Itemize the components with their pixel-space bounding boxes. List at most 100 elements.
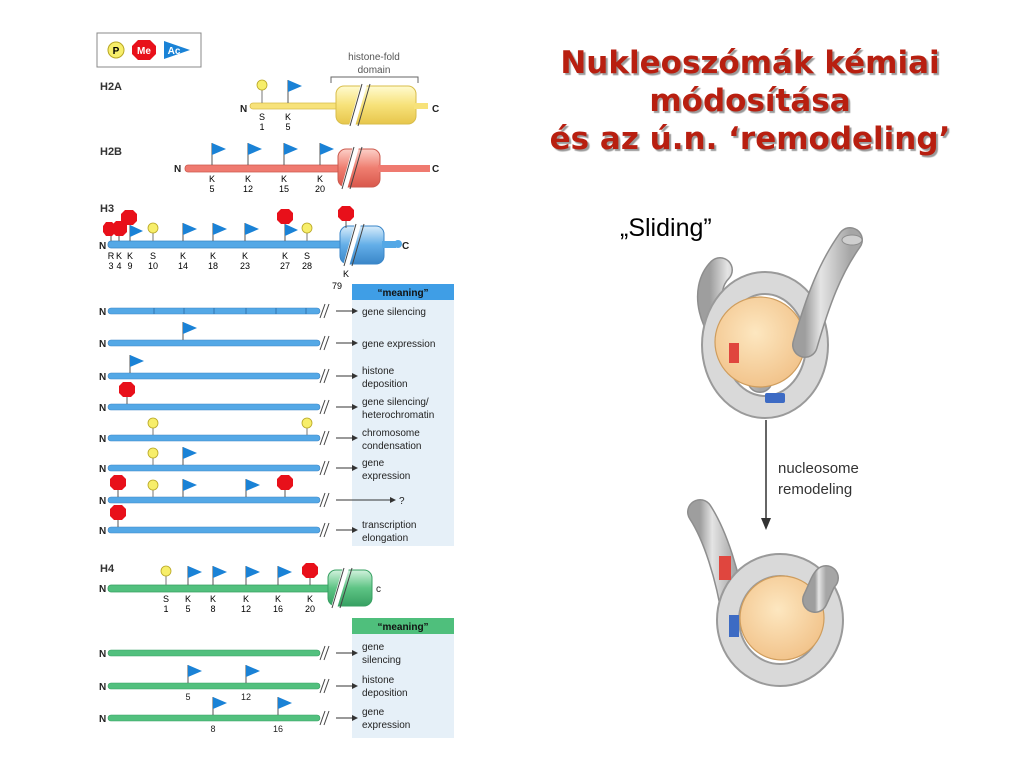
meaning-text: gene expression	[362, 339, 435, 350]
h2b-site-num: 15	[279, 184, 289, 194]
h2a-cylinder	[335, 85, 417, 125]
methyl-octagon-icon	[110, 505, 126, 520]
h2b-diagram: H2B N C K 5 K 12 K 15 K 20	[100, 143, 439, 194]
h3-tail-bar	[107, 434, 321, 442]
h2a-acetyl-icon	[288, 80, 302, 92]
h3-diagram: H3 N C R 3 K	[99, 203, 409, 291]
legend-p-label: P	[113, 46, 120, 57]
h4-site-num: 16	[273, 604, 283, 614]
phospho-icon	[160, 565, 172, 577]
site-number: 5	[185, 692, 190, 702]
h3-site-num: 3	[108, 261, 113, 271]
h4-site-num: 5	[185, 604, 190, 614]
h2a-phospho-icon	[256, 79, 268, 91]
acetyl-flag-icon	[213, 697, 227, 709]
acetyl-flag-icon	[188, 566, 202, 578]
arrow-icon	[352, 683, 358, 689]
slide-title: Nukleoszómák kémiai módosítása és az ú.n…	[520, 44, 980, 158]
h4-site-aa: K	[243, 594, 249, 604]
h3-site-aa: S	[150, 251, 156, 261]
h2b-n-label: N	[174, 164, 181, 175]
arrow-icon	[352, 465, 358, 471]
h3-meaning-row: N?	[99, 475, 405, 508]
dna-red-marker	[729, 343, 739, 363]
h3-tail	[107, 240, 349, 249]
methyl-legend-icon	[132, 40, 156, 60]
row-n-label: N	[99, 649, 106, 660]
h3-tail-bar	[107, 496, 321, 504]
h4-site-aa: K	[185, 594, 191, 604]
h3-k79-num: 79	[332, 281, 342, 291]
meaning-text: gene	[362, 642, 385, 653]
meaning-text: heterochromatin	[362, 410, 434, 421]
meaning-text: deposition	[362, 688, 408, 699]
h3-site-num: 27	[280, 261, 290, 271]
sliding-label: „Sliding”	[620, 214, 712, 242]
acetyl-flag-icon	[183, 479, 197, 491]
acetyl-flag-icon	[278, 697, 292, 709]
arrow-head-icon	[761, 518, 771, 530]
acetyl-flag-icon	[278, 566, 292, 578]
dna-red-marker	[719, 556, 731, 580]
arrow-icon	[352, 404, 358, 410]
dna-blue-marker	[729, 615, 739, 637]
remodel-label-2: remodeling	[778, 481, 852, 498]
acetyl-flag-icon	[246, 566, 260, 578]
acetyl-flag-icon	[285, 224, 298, 236]
h4-c-label: c	[376, 584, 381, 595]
h4-site-num: 20	[305, 604, 315, 614]
meaning-text: elongation	[362, 533, 408, 544]
h4-site-aa: K	[275, 594, 281, 604]
h2a-site-num: 5	[285, 122, 290, 132]
h3-site-num: 18	[208, 261, 218, 271]
h2a-site-num: 1	[259, 122, 264, 132]
row-n-label: N	[99, 682, 106, 693]
methyl-octagon-icon	[302, 563, 318, 578]
row-n-label: N	[99, 496, 106, 507]
acetyl-flag-icon	[183, 223, 197, 235]
title-line-2: módosítása	[649, 83, 851, 119]
h4-diagram: H4 N c S 1 K 5 K 8 K 12 K 16 K 20	[99, 563, 381, 614]
phospho-icon	[301, 222, 313, 234]
methyl-octagon-icon	[119, 382, 135, 397]
h4-meaning-header	[352, 618, 454, 634]
acetyl-flag-icon	[246, 479, 260, 491]
methyl-octagon-icon	[121, 210, 137, 225]
h3-meaning-bg	[352, 284, 454, 546]
site-number: 12	[241, 692, 251, 702]
h4-label: H4	[100, 563, 115, 575]
acetyl-flag-icon	[188, 665, 202, 677]
h4-meaning-bg	[352, 618, 454, 738]
h2a-site-aa: S	[259, 112, 265, 122]
row-n-label: N	[99, 339, 106, 350]
meaning-text: expression	[362, 471, 410, 482]
h4-site-aa: K	[210, 594, 216, 604]
h4-meaning-header-label: “meaning”	[377, 622, 428, 633]
arrow-icon	[352, 340, 358, 346]
meaning-text: chromosome	[362, 428, 420, 439]
h4-meaning-panel: “meaning”	[352, 618, 454, 738]
arrow-icon	[352, 715, 358, 721]
h3-site-num: 28	[302, 261, 312, 271]
h3-site-num: 4	[116, 261, 121, 271]
h3-tail-bar	[107, 526, 321, 534]
h3-tail-bar	[107, 403, 321, 411]
h3-n-label: N	[99, 241, 106, 252]
arrow-icon	[352, 650, 358, 656]
h4-site-aa: K	[307, 594, 313, 604]
h2a-c-label: C	[432, 104, 439, 115]
h3-label: H3	[100, 203, 114, 215]
acetyl-flag-icon	[248, 143, 262, 155]
h3-site-aa: S	[304, 251, 310, 261]
meaning-text: condensation	[362, 441, 422, 452]
acetyl-flag-icon	[183, 322, 197, 334]
h4-tail-bar	[107, 682, 321, 690]
arrow-icon	[390, 497, 396, 503]
meaning-text: histone	[362, 366, 395, 377]
h2b-label: H2B	[100, 146, 122, 158]
meaning-text: gene	[362, 707, 385, 718]
